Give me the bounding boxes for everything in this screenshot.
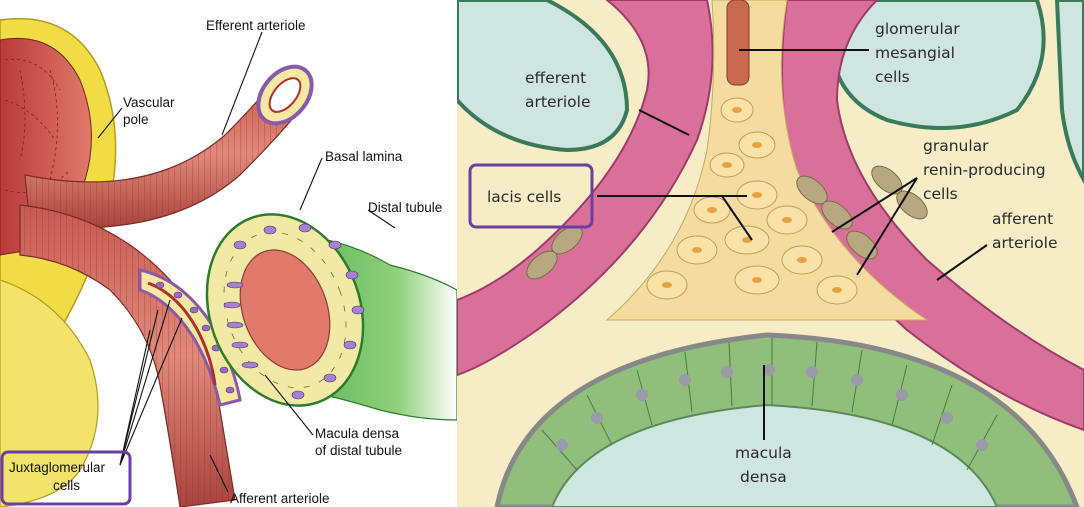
label-vascular-pole-line2: pole	[123, 112, 149, 127]
label-distal-tubule: Distal tubule	[368, 200, 442, 215]
label-afferent-line1: afferent	[992, 210, 1053, 228]
label-afferent-arteriole: Afferent arteriole	[230, 491, 330, 506]
afferent-arteriole-tube	[19, 204, 242, 507]
glomerulus-cells	[4, 58, 71, 193]
juxtaglomerular-apparatus-illustration: Efferent arteriole Vascular pole Basal l…	[0, 17, 457, 507]
label-macula-line1: macula	[735, 444, 792, 462]
distal-tubule-illustration	[205, 213, 457, 421]
capillary-top-right	[829, 0, 1046, 130]
label-granular-line2: renin-producing	[923, 161, 1046, 179]
efferent-arteriole-tube	[24, 64, 314, 229]
label-macula-line2: densa	[740, 468, 787, 486]
label-vascular-pole-line1: Vascular	[123, 95, 175, 110]
label-granular-line3: cells	[923, 185, 958, 203]
label-macula-densa-line1: Macula densa	[315, 426, 400, 441]
macula-densa-nuclei	[556, 364, 988, 451]
label-glomerular-line2: mesangial	[875, 44, 955, 62]
right-leader-lines	[597, 49, 988, 440]
capillary-top-left	[457, 0, 630, 153]
label-glomerular-line1: glomerular	[875, 20, 960, 38]
label-macula-densa-line2: of distal tubule	[315, 443, 402, 458]
juxtaglomerular-highlight-box	[0, 450, 132, 506]
label-juxtaglomerular-line1: Juxtaglomerular	[9, 460, 106, 475]
label-granular-line1: granular	[923, 137, 989, 155]
label-afferent-line2: arteriole	[992, 234, 1058, 252]
right-diagram-panel: glomerular mesangial cells efferent arte…	[457, 0, 1084, 507]
proximal-tubule	[0, 279, 99, 507]
label-efferent-line2: arteriole	[525, 93, 591, 111]
label-juxtaglomerular-line2: cells	[53, 478, 80, 493]
juxtaglomerular-cross-section: glomerular mesangial cells efferent arte…	[457, 0, 1084, 507]
label-efferent-line1: efferent	[525, 69, 586, 87]
label-glomerular-line3: cells	[875, 68, 910, 86]
label-efferent-arteriole: Efferent arteriole	[206, 18, 306, 33]
left-leader-lines	[97, 31, 396, 493]
left-diagram-panel: Efferent arteriole Vascular pole Basal l…	[0, 0, 457, 507]
lacis-cells-highlight-box	[468, 163, 594, 229]
label-lacis-cells: lacis cells	[487, 188, 561, 206]
mesangial-cells-column	[726, 0, 750, 86]
label-basal-lamina: Basal lamina	[325, 149, 403, 164]
tubule-cell-borders	[223, 231, 347, 389]
lacis-cell-nuclei	[662, 107, 842, 293]
macula-densa-dome	[494, 332, 1080, 507]
efferent-arteriole-vessel	[457, 0, 714, 377]
macula-densa-nuclei	[223, 223, 365, 400]
